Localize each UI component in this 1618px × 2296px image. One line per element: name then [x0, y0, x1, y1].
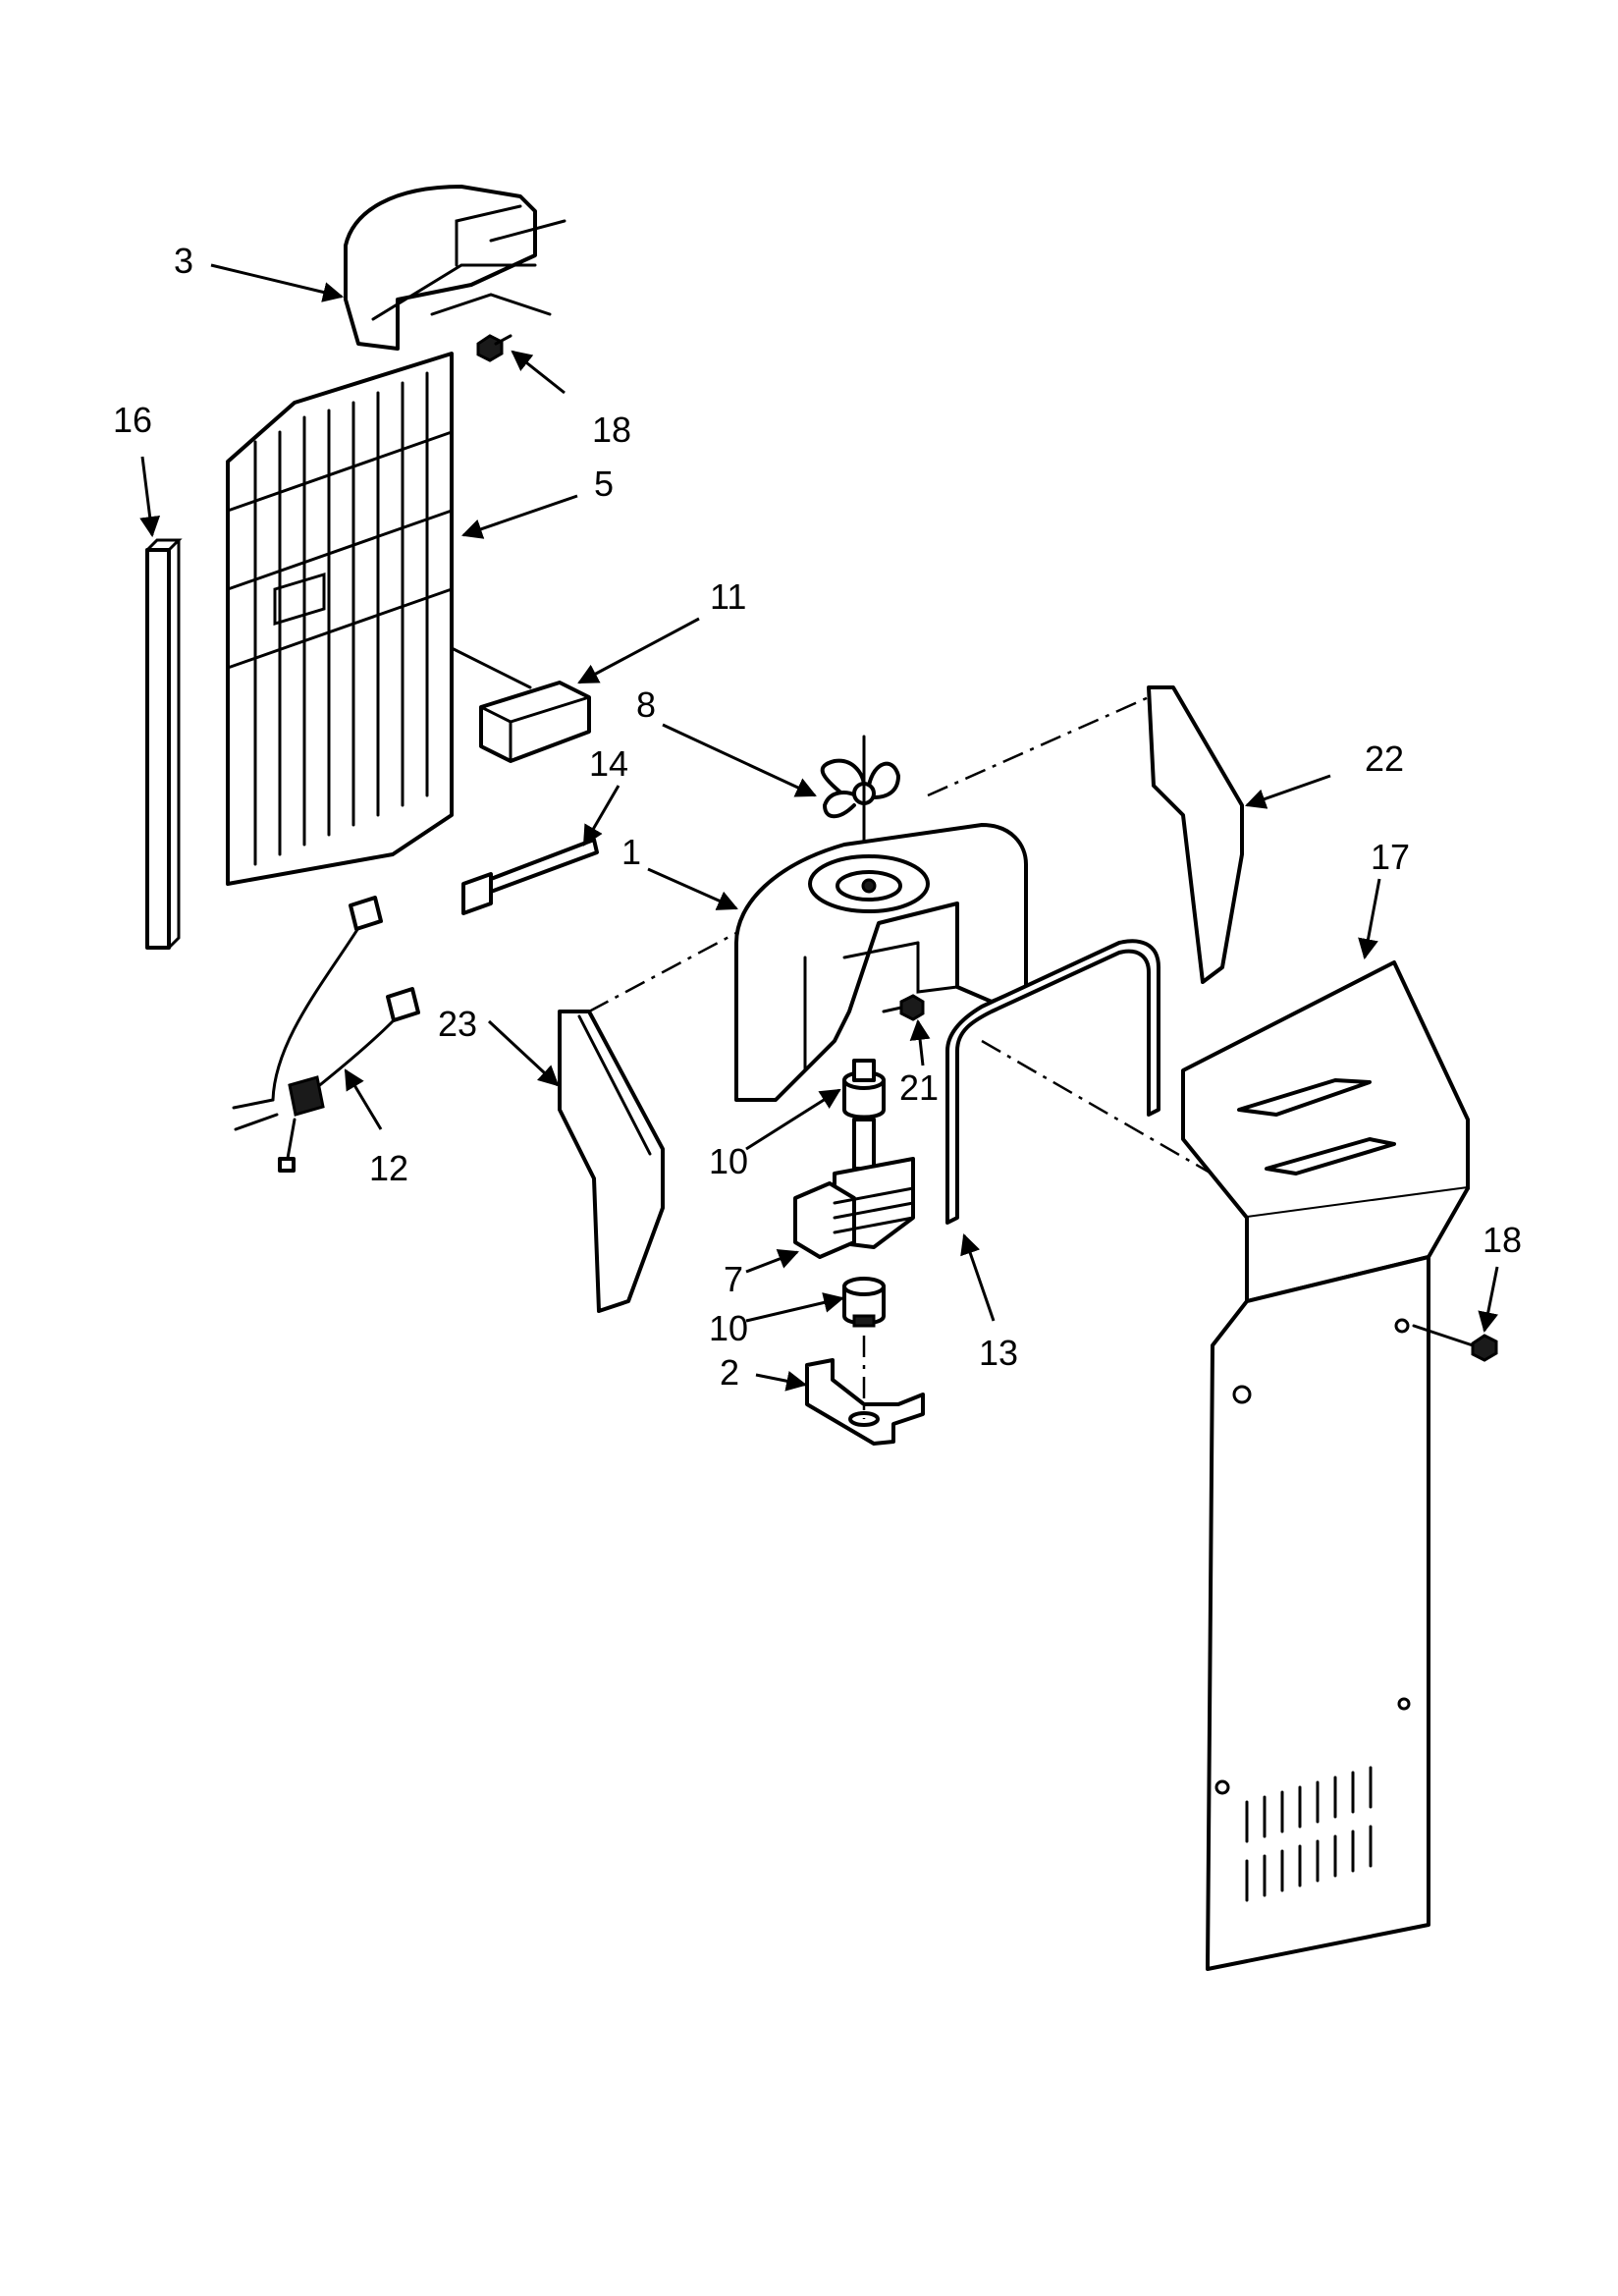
callout-23: 23: [438, 1004, 477, 1044]
part-13-gasket: [945, 939, 1238, 1225]
callout-2: 2: [720, 1352, 739, 1393]
part-11-bracket: [450, 646, 591, 763]
callout-13: 13: [979, 1333, 1018, 1373]
callout-10: 10: [709, 1141, 748, 1181]
part-14-probe: [461, 838, 599, 915]
part-16-strip: [145, 538, 183, 950]
callout-labels: 3 18 16 5 11 8 14 22 1 17 23 12 10 21 13…: [113, 241, 1522, 1393]
callout-11: 11: [710, 576, 746, 617]
leader-lines: [139, 263, 1499, 1392]
part-5-evaporator-grille: [226, 352, 454, 886]
part-21-screw: [882, 994, 925, 1021]
part-10-upper-grommet: [842, 1059, 886, 1120]
part-10-lower-grommet: [842, 1277, 886, 1328]
part-12-wire-harness: [232, 896, 420, 1173]
callout-8: 8: [636, 684, 656, 725]
part-2-bracket: [805, 1336, 925, 1446]
callout-16: 16: [113, 400, 152, 440]
callout-22: 22: [1365, 738, 1404, 779]
part-1-fan-shroud: [734, 823, 1028, 1102]
part-7-motor: [793, 1118, 915, 1259]
part-18-screw-right: [1412, 1324, 1498, 1362]
callout-21: 21: [899, 1067, 939, 1108]
part-17-air-duct: [1181, 960, 1470, 1971]
callout-14: 14: [589, 743, 628, 784]
callout-7: 7: [724, 1259, 743, 1299]
callout-17: 17: [1371, 837, 1410, 877]
callout-18: 18: [1483, 1220, 1522, 1260]
part-18-screw-top: [476, 334, 512, 362]
callout-10: 10: [709, 1308, 748, 1348]
part-3-cover: [344, 185, 566, 351]
callout-18: 18: [592, 410, 631, 450]
part-22-right-panel: [927, 685, 1244, 984]
callout-1: 1: [621, 832, 641, 872]
callout-5: 5: [594, 464, 614, 504]
callout-3: 3: [174, 241, 193, 281]
part-23-left-panel: [558, 931, 737, 1313]
part-8-fan-blade: [820, 735, 900, 847]
callout-12: 12: [369, 1148, 408, 1188]
